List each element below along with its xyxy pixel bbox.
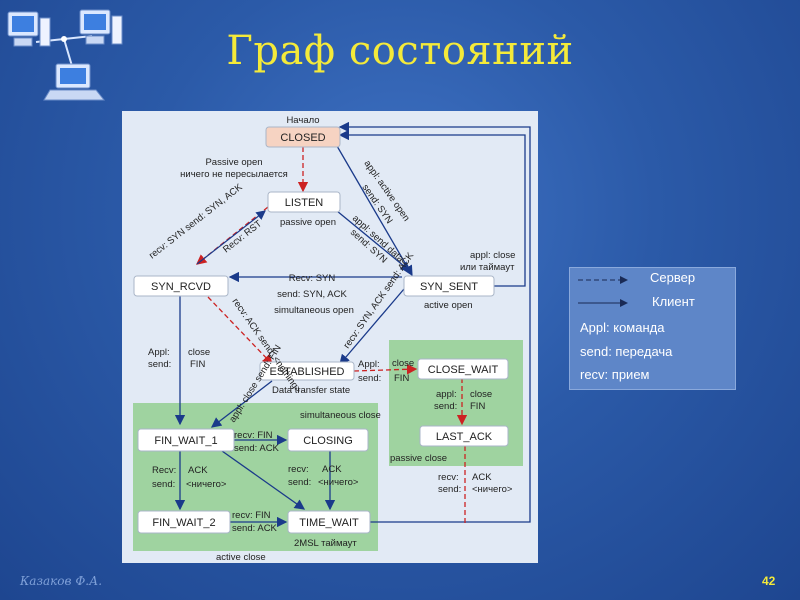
svg-text:TIME_WAIT: TIME_WAIT	[299, 517, 359, 529]
legend-client-label: Клиент	[652, 294, 695, 309]
network-logo	[7, 9, 123, 101]
label-recv-fin-2: recv: FIN	[232, 510, 271, 521]
label-recv-mid: recv:	[288, 464, 309, 475]
label-send-left: send:	[148, 359, 171, 370]
label-fin-right: FIN	[394, 373, 409, 384]
legend-appl: Appl: команда	[580, 320, 665, 335]
label-send-left-2: send:	[152, 479, 175, 490]
laptop-icon	[43, 63, 106, 101]
state-close-wait: CLOSE_WAIT	[417, 358, 509, 380]
label-close-right: close	[392, 358, 414, 369]
state-time-wait: TIME_WAIT	[287, 510, 371, 534]
state-syn-sent: SYN_SENT	[403, 275, 495, 297]
label-ack-right: ACK	[472, 472, 492, 483]
arrow-synsent-closed	[338, 129, 526, 287]
label-fin-cw: FIN	[470, 401, 485, 412]
computer-icon	[79, 9, 123, 45]
label-appl-close: appl: close	[470, 250, 515, 261]
label-nothing-right: <ничего>	[472, 484, 513, 495]
start-label: Начало	[286, 115, 319, 126]
state-closing: CLOSING	[287, 428, 369, 452]
svg-text:CLOSE_WAIT: CLOSE_WAIT	[428, 364, 499, 376]
state-fin-wait-2: FIN_WAIT_2	[137, 510, 231, 534]
label-send-ack-2: send: ACK	[232, 523, 278, 534]
arrow-closed-synsent	[336, 145, 413, 277]
arrow-synsent-established	[339, 288, 405, 365]
label-data-transfer: Data transfer state	[272, 385, 350, 396]
computer-icon	[7, 11, 51, 47]
svg-text:SYN_SENT: SYN_SENT	[420, 281, 478, 293]
svg-text:FIN_WAIT_1: FIN_WAIT_1	[154, 435, 217, 447]
legend-send: send: передача	[580, 344, 673, 359]
label-close-left: close	[188, 347, 210, 358]
label-send-right-2: send:	[438, 484, 461, 495]
legend-server-label: Сервер	[650, 270, 696, 285]
label-recv-left-2: Recv:	[152, 465, 176, 476]
label-appl-left: Appl:	[148, 347, 170, 358]
slide-title: Граф состояний	[226, 28, 574, 74]
label-send-right: send:	[358, 373, 381, 384]
svg-text:LAST_ACK: LAST_ACK	[436, 431, 493, 443]
label-simultaneous-open: simultaneous open	[274, 305, 354, 316]
state-syn-rcvd: SYN_RCVD	[133, 275, 229, 297]
arrow-listen-synsent	[336, 210, 412, 272]
svg-text:LISTEN: LISTEN	[285, 197, 324, 209]
label-passive-open-note: ничего не пересылается	[180, 169, 288, 180]
state-established: ESTABLISHED	[259, 361, 355, 381]
arrow-finwait1-timewait	[221, 450, 306, 510]
state-closed: CLOSED	[265, 126, 341, 148]
legend-box: Сервер Клиент Appl: команда send: переда…	[569, 267, 736, 390]
label-passive-open: Passive open	[205, 157, 262, 168]
label-recv-fin-1: recv: FIN	[234, 430, 273, 441]
label-send-mid: send:	[288, 477, 311, 488]
legend-recv: recv: прием	[580, 367, 650, 382]
arrow-established-closewait	[353, 364, 418, 375]
label-active-open: active open	[424, 300, 473, 311]
svg-text:ESTABLISHED: ESTABLISHED	[270, 366, 345, 378]
state-fin-wait-1: FIN_WAIT_1	[137, 428, 235, 452]
label-send-ack-1: send: ACK	[234, 443, 280, 454]
label-passive-close: passive close	[390, 453, 447, 464]
label-ack-mid: ACK	[322, 464, 342, 475]
state-diagram: CLOSED LISTEN SYN_RCVD SYN_SENT ESTABLIS…	[122, 111, 538, 563]
label-or-timeout: или таймаут	[460, 262, 515, 273]
svg-text:CLOSING: CLOSING	[303, 435, 353, 447]
legend-client-line	[578, 299, 628, 307]
label-nothing-mid: <ничего>	[318, 477, 359, 488]
label-simultaneous-close: simultaneous close	[300, 410, 381, 421]
legend-server-line	[578, 276, 628, 284]
label-appl-cw: appl:	[436, 389, 457, 400]
state-last-ack: LAST_ACK	[419, 425, 509, 447]
page-number: 42	[762, 574, 776, 588]
label-recv-right: recv:	[438, 472, 459, 483]
label-appl-right: Appl:	[358, 359, 380, 370]
label-nothing-left: <ничего>	[186, 479, 227, 490]
label-ack-left-2: ACK	[188, 465, 208, 476]
label-close-cw: close	[470, 389, 492, 400]
label-send-cw: send:	[434, 401, 457, 412]
label-passive-open-small: passive open	[280, 217, 336, 228]
state-listen: LISTEN	[267, 191, 341, 213]
label-fin-left: FIN	[190, 359, 205, 370]
arrow-established-finwait1	[210, 380, 273, 428]
client-transitions	[174, 121, 531, 528]
label-recv-syn-center: Recv: SYN	[289, 273, 336, 284]
arrow-synrcvd-listen	[196, 210, 266, 265]
label-send-synack-center: send: SYN, ACK	[277, 289, 347, 300]
svg-text:FIN_WAIT_2: FIN_WAIT_2	[152, 517, 215, 529]
svg-text:SYN_RCVD: SYN_RCVD	[151, 281, 211, 293]
label-active-close: active close	[216, 552, 266, 563]
arrow-timewait-closed	[338, 121, 531, 523]
footer-author: Казаков Ф.А.	[20, 574, 103, 588]
label-2msl-timeout: 2MSL таймаут	[294, 538, 357, 549]
svg-text:CLOSED: CLOSED	[280, 132, 325, 144]
